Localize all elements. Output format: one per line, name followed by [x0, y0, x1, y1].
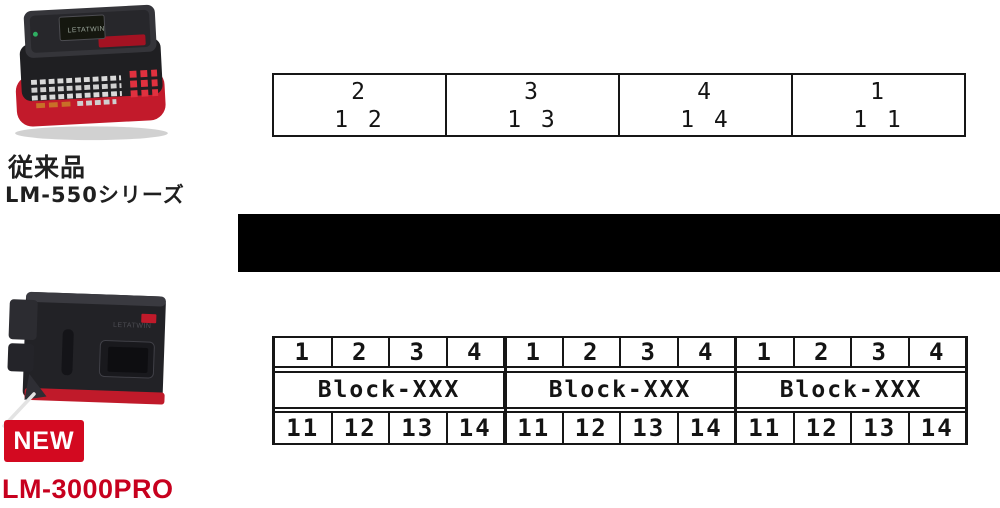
- red-keypad: [129, 69, 159, 98]
- tube-segment: 2 1 2: [334, 78, 385, 133]
- tube-segment: 1 1 1: [791, 75, 964, 135]
- block-group: Block-XXX: [503, 373, 734, 407]
- old-product-model-label: LM-550シリーズ: [5, 183, 185, 207]
- new-print-sample-table: 1 2 3 4 1 2 3 4 1 2 3 4 Block-XXX: [272, 336, 968, 445]
- tube-segment: 3 1 3: [445, 75, 618, 135]
- keyboard-keys: [30, 75, 122, 109]
- tube-segment: 4 1 4: [618, 75, 791, 135]
- block-group: 1 2 3 4: [503, 338, 734, 366]
- block-group: Block-XXX: [317, 377, 461, 403]
- old-print-sample-strip: 2 1 2 3 1 3 4 1 4 1 1 1: [272, 73, 966, 137]
- old-product-category-label: 従来品: [8, 153, 87, 182]
- block-group: 1 2 3 4: [734, 338, 965, 366]
- lm3000pro-printer-photo: LETATWIN: [2, 291, 166, 428]
- footer-number-strip: 11 12 13 14 11 12 13 14 11 12 13 14: [275, 411, 965, 445]
- group-divider: [734, 336, 737, 445]
- header-number-strip: 1 2 3 4 1 2 3 4 1 2 3 4: [275, 336, 965, 368]
- new-product-name: LM-3000PRO: [2, 474, 174, 504]
- new-badge: NEW: [4, 420, 84, 462]
- block-group: 11 12 13 14: [734, 413, 965, 443]
- letatwin-brand-text: LETATWIN: [113, 322, 152, 330]
- block-group: 11 12 13 14: [275, 413, 503, 443]
- block-name-strip: Block-XXX Block-XXX Block-XXX: [275, 371, 965, 409]
- group-divider: [504, 336, 507, 445]
- lm550-printer-photo: LETATWIN: [15, 4, 168, 141]
- block-group: 1 2 3 4: [275, 338, 503, 366]
- section-divider-band: [238, 214, 1000, 272]
- block-group: 11 12 13 14: [503, 413, 734, 443]
- max-logo-mark: [141, 313, 157, 324]
- block-group: Block-XXX: [734, 373, 965, 407]
- letatwin-brand-text: LETATWIN: [67, 26, 105, 35]
